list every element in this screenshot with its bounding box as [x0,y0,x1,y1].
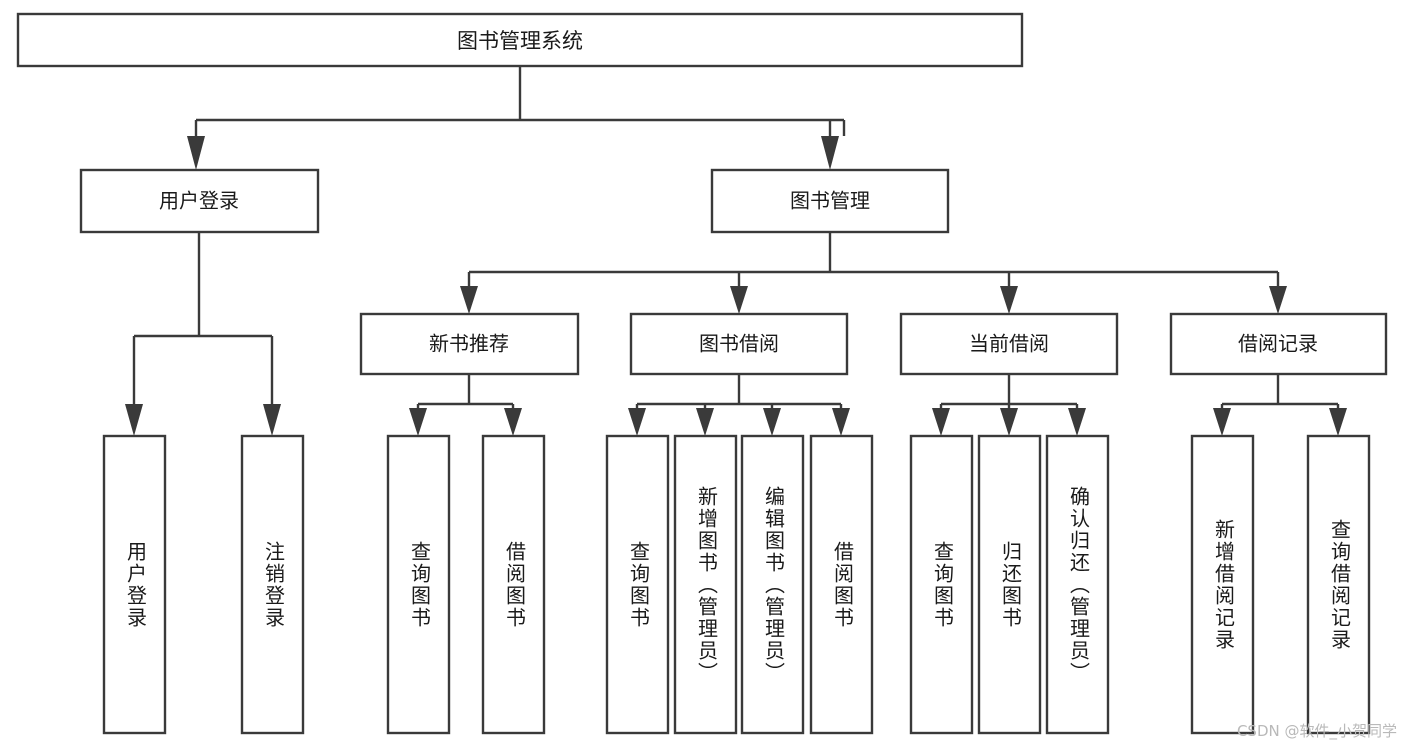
node-user-login[interactable]: 用户登录 [79,168,320,234]
leaf-box[interactable] [740,434,805,735]
connector-borrow-records-to-leaves [1213,374,1347,436]
arrow-head-icon [125,404,143,436]
connector-root-to-level2 [187,66,846,170]
leaf-box[interactable] [240,434,305,735]
node-new-book-recommend-box[interactable] [359,312,580,376]
arrow-head-icon [1000,286,1018,314]
leaf-current-borrow-1[interactable]: 查询图书 [909,434,974,735]
node-book-borrow-label: 图书借阅 [699,332,779,356]
leaf-borrow-records-1[interactable]: 新增借阅记录 [1190,434,1255,735]
leaf-label: 注销登录 [262,541,286,629]
node-root[interactable]: 图书管理系统 [16,12,1024,68]
leaf-current-borrow-2[interactable]: 归还图书 [977,434,1042,735]
leaf-label: 归还图书 [999,541,1023,629]
node-book-management[interactable]: 图书管理 [710,168,950,234]
arrow-head-icon [1068,408,1086,436]
node-book-borrow[interactable]: 图书借阅 [629,312,849,376]
connector-book-borrow-to-leaves [628,374,850,436]
arrow-head-icon [696,408,714,436]
connector-book-management-to-level3 [460,232,1287,314]
leaf-label: 用户登录 [124,541,148,629]
arrow-head-icon [1213,408,1231,436]
arrow-head-icon [730,286,748,314]
arrow-head-icon [763,408,781,436]
leaf-box[interactable] [102,434,167,735]
node-current-borrow-box[interactable] [899,312,1119,376]
node-borrow-records[interactable]: 借阅记录 [1169,312,1388,376]
leaf-label: 新增借阅记录 [1212,519,1236,651]
leaf-book-borrow-4[interactable]: 借阅图书 [809,434,874,735]
arrow-head-icon [263,404,281,436]
leaf-user-login-2[interactable]: 注销登录 [240,434,305,735]
arrow-head-icon [460,286,478,314]
leaf-book-borrow-1[interactable]: 查询图书 [605,434,670,735]
leaf-label: 查询借阅记录 [1328,519,1352,651]
arrow-head-icon [821,136,839,170]
leaf-box[interactable] [1045,434,1110,735]
arrow-head-icon [187,136,205,170]
node-user-login-box[interactable] [79,168,320,234]
leaf-box[interactable] [1306,434,1371,735]
node-borrow-records-label: 借阅记录 [1238,332,1318,356]
node-new-book-recommend-label: 新书推荐 [429,332,509,356]
leaf-label: 借阅图书 [503,541,527,629]
node-current-borrow[interactable]: 当前借阅 [899,312,1119,376]
leaf-book-borrow-2[interactable]: 新增图书（管理员） [673,434,738,735]
leaf-box[interactable] [481,434,546,735]
leaf-box[interactable] [1190,434,1255,735]
node-user-login-label: 用户登录 [159,189,239,213]
arrow-head-icon [832,408,850,436]
leaf-label: 查询图书 [627,541,651,629]
connector-new-book-recommend-to-leaves [409,374,522,436]
node-current-borrow-label: 当前借阅 [969,332,1049,356]
node-root-box[interactable] [16,12,1024,68]
arrow-head-icon [932,408,950,436]
leaf-borrow-records-2[interactable]: 查询借阅记录 [1306,434,1371,735]
connector-current-borrow-to-leaves [932,374,1086,436]
arrow-head-icon [628,408,646,436]
leaf-new-book-recommend-1[interactable]: 查询图书 [386,434,451,735]
node-root-label: 图书管理系统 [457,29,583,53]
node-new-book-recommend[interactable]: 新书推荐 [359,312,580,376]
leaf-box[interactable] [809,434,874,735]
leaf-box[interactable] [605,434,670,735]
node-book-management-label: 图书管理 [790,189,870,213]
leaf-label: 确认归还（管理员） [1067,486,1091,684]
leaf-box[interactable] [909,434,974,735]
leaf-label: 编辑图书（管理员） [762,486,786,684]
connector-user-login-to-leaves [125,232,281,436]
leaf-book-borrow-3[interactable]: 编辑图书（管理员） [740,434,805,735]
leaf-label: 新增图书（管理员） [695,486,719,684]
arrow-head-icon [1269,286,1287,314]
leaf-label: 查询图书 [931,541,955,629]
csdn-watermark: CSDN @软件_小贺同学 [1236,722,1397,740]
arrow-head-icon [409,408,427,436]
arrow-head-icon [1000,408,1018,436]
leaf-label: 查询图书 [408,541,432,629]
leaf-user-login-1[interactable]: 用户登录 [102,434,167,735]
arrow-head-icon [504,408,522,436]
arrow-head-icon [1329,408,1347,436]
leaf-current-borrow-3[interactable]: 确认归还（管理员） [1045,434,1110,735]
leaf-label: 借阅图书 [831,541,855,629]
leaf-new-book-recommend-2[interactable]: 借阅图书 [481,434,546,735]
leaf-box[interactable] [977,434,1042,735]
leaf-box[interactable] [386,434,451,735]
leaf-box[interactable] [673,434,738,735]
